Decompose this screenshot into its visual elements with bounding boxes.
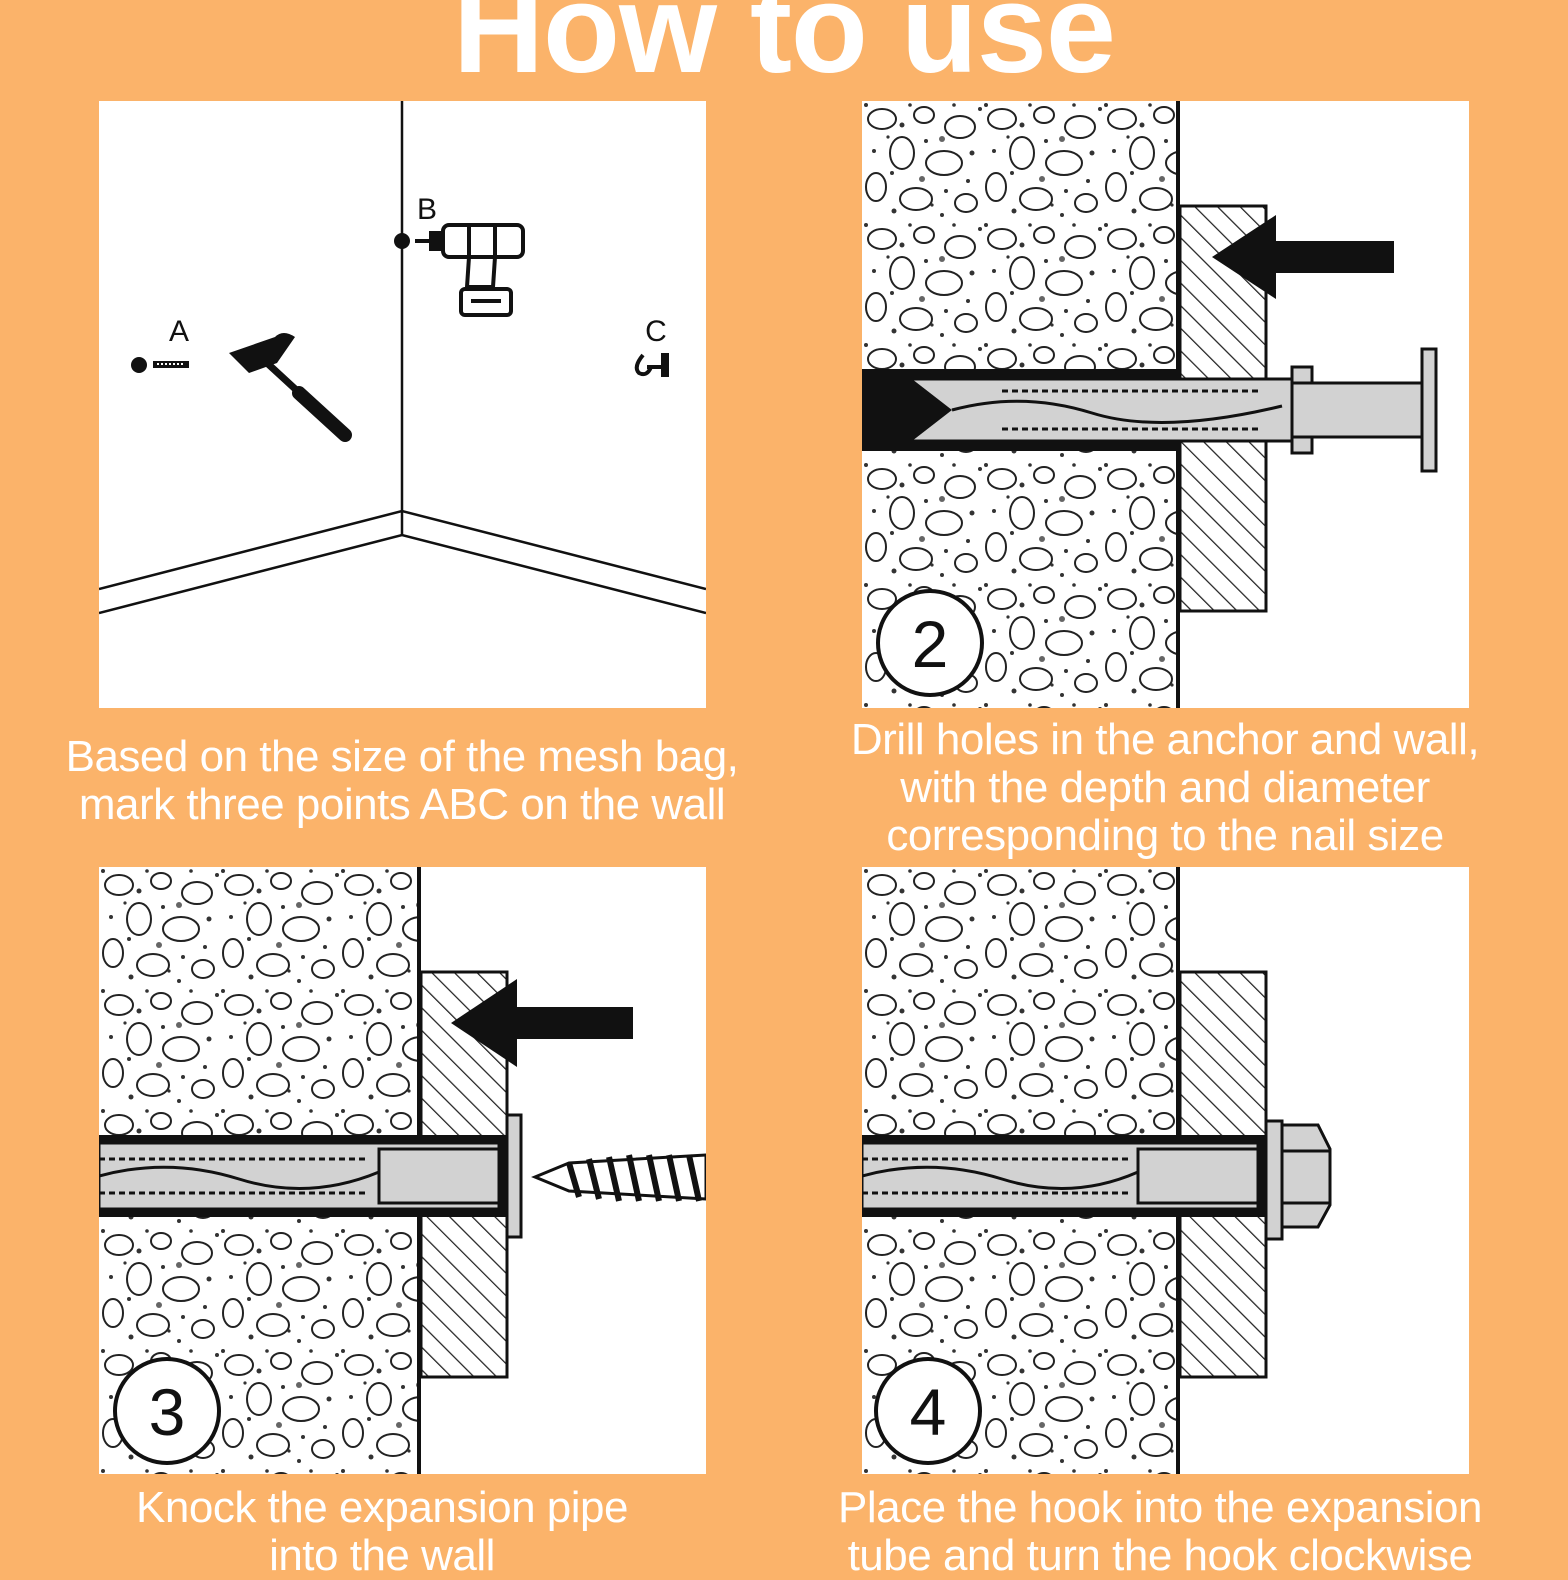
- step-4-number: 4: [910, 1375, 947, 1449]
- arrow-icon: [451, 979, 633, 1067]
- anchor-icon: [153, 361, 189, 368]
- caption-line: into the wall: [269, 1531, 495, 1580]
- caption-line: Drill holes in the anchor and wall,: [850, 715, 1480, 764]
- step-3-number: 3: [149, 1375, 186, 1449]
- caption-line: with the depth and diameter: [900, 763, 1430, 812]
- step-4-panel: 4: [862, 867, 1469, 1474]
- caption-line: corresponding to the nail size: [886, 811, 1444, 860]
- step-2-caption: Drill holes in the anchor and wall, with…: [820, 716, 1510, 860]
- arrow-icon: [1212, 215, 1394, 299]
- step-4-caption: Place the hook into the expansion tube a…: [810, 1484, 1510, 1580]
- step-2-panel: 2: [862, 101, 1469, 708]
- caption-line: Knock the expansion pipe: [136, 1483, 628, 1532]
- step-3-panel: 3: [99, 867, 706, 1474]
- step-3-number-badge: [113, 1357, 221, 1465]
- point-b-dot: [394, 233, 410, 249]
- caption-line: mark three points ABC on the wall: [78, 780, 726, 829]
- bolt-icon: [1264, 1119, 1332, 1241]
- caption-line: Place the hook into the expansion: [838, 1483, 1482, 1532]
- step-2-number-badge: [876, 589, 984, 697]
- point-b-label: B: [417, 193, 437, 226]
- anchor-icon: [862, 1141, 1260, 1211]
- step-3-caption: Knock the expansion pipe into the wall: [52, 1484, 712, 1580]
- anchor-icon: [910, 347, 1438, 473]
- page-title: How to use: [452, 0, 1116, 99]
- drill-hole-illustration: 2: [862, 101, 1438, 708]
- step-1-panel: A B C: [99, 101, 706, 708]
- point-c-label: C: [645, 315, 667, 348]
- install-hook-illustration: 4: [862, 867, 1332, 1474]
- wall-corner-illustration: A B C: [99, 101, 706, 615]
- screw-icon: [531, 1153, 706, 1202]
- knock-pipe-illustration: 3: [99, 867, 706, 1474]
- caption-line: tube and turn the hook clockwise: [847, 1531, 1473, 1580]
- hammer-icon: [229, 333, 352, 442]
- step-2-number: 2: [912, 607, 949, 681]
- step-4-number-badge: [874, 1357, 982, 1465]
- caption-line: Based on the size of the mesh bag,: [65, 732, 739, 781]
- hook-icon: [634, 353, 669, 377]
- point-a-label: A: [169, 315, 189, 348]
- anchor-icon: [99, 1113, 523, 1239]
- point-a-dot: [131, 357, 147, 373]
- step-1-caption: Based on the size of the mesh bag, mark …: [52, 733, 752, 829]
- drill-icon: [415, 223, 525, 317]
